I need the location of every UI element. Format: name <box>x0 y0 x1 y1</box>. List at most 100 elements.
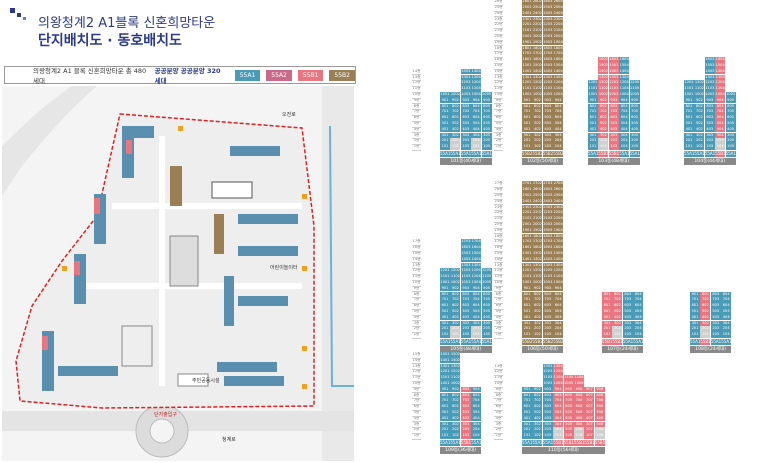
unit-cell: 1702 <box>532 51 543 57</box>
unit-cell: 202 <box>532 326 543 332</box>
unit-cell: 603 <box>460 303 471 309</box>
unit-type-label: 55A1 <box>522 440 533 446</box>
floor-label: 19층 <box>494 40 503 47</box>
unit-cell: 802 <box>694 103 705 110</box>
unit-cell: 903 <box>542 386 553 393</box>
unit-cell: 901 <box>440 386 450 393</box>
unit-cell: 901 <box>440 285 450 292</box>
unit-cell: 604 <box>553 303 564 309</box>
unit-cell: 201 <box>440 326 450 332</box>
floor-label: 13층 <box>412 75 421 82</box>
unit-cell: 1403 <box>460 68 471 75</box>
unit-cell: 101 <box>522 433 532 439</box>
unit-type-label: 55B1 <box>460 440 472 446</box>
unit-cell: 102 <box>450 332 461 338</box>
unit-cell: 703 <box>542 297 553 303</box>
unit-cell: 803 <box>704 103 715 110</box>
unit-cell: 1703 <box>542 239 553 245</box>
roundabout-inner <box>149 418 175 444</box>
unit-cell: 904 <box>471 97 482 104</box>
unit-cell: 2701 <box>522 181 532 187</box>
unit-cell: 503 <box>542 121 553 127</box>
unit-cell: 2501 <box>522 193 532 199</box>
dong-label: 108동(24세대) <box>690 346 732 353</box>
unit-cell: 1202 <box>450 369 461 375</box>
floor-label: 9층 <box>494 98 503 105</box>
unit-cell: 404 <box>633 314 644 321</box>
unit-cell: 204 <box>553 427 564 433</box>
unit-cell: 307 <box>584 421 595 428</box>
floor-label: 25층 <box>494 5 503 12</box>
unit-cell: 2002 <box>532 34 543 40</box>
unit-cell: 303 <box>460 320 471 327</box>
unit-cell: 101 <box>440 433 450 439</box>
unit-cell: 1703 <box>542 51 553 57</box>
unit-cell: 901 <box>588 97 598 104</box>
floor-label: 15층 <box>412 251 421 258</box>
unit-cell: 2503 <box>542 5 553 11</box>
unit-cell: 104 <box>633 332 644 338</box>
unit-cell: 406 <box>574 415 584 422</box>
unit-cell: 1403 <box>460 256 471 263</box>
unit-cell: 301 <box>690 320 700 327</box>
unit-cell: 1304 <box>471 74 482 81</box>
floor-label: 10층 <box>412 92 421 99</box>
unit-cell: 303 <box>460 132 471 139</box>
unit-cell: 1802 <box>532 233 543 240</box>
unit-cell: 603 <box>460 404 471 410</box>
unit-cell: 2202 <box>532 210 543 216</box>
unit-cell: 404 <box>471 415 482 422</box>
unit-cell: 1101 <box>588 86 598 92</box>
unit-cell: 801 <box>602 291 612 298</box>
floor-label: 3층 <box>494 133 503 140</box>
unit-cell: 802 <box>450 392 461 399</box>
unit-cell: 303 <box>542 320 553 327</box>
type-chip-55a1: 55A1 <box>234 69 261 81</box>
unit-cell: 203 <box>460 138 471 144</box>
floor-label: 17층 <box>494 51 503 58</box>
unit-type-label: 55A1 <box>619 151 630 157</box>
unit-cell: 104 <box>471 144 482 150</box>
unit-cell: 401 <box>440 314 450 321</box>
unit-cell: 804 <box>721 291 732 298</box>
unit-cell: 2603 <box>542 187 553 193</box>
unit-cell: 2402 <box>532 198 543 205</box>
floor-label: 15층 <box>494 251 503 258</box>
unit-cell: 101 <box>684 144 694 150</box>
unit-cell: 1001 <box>522 280 532 286</box>
unit-cell: 2603 <box>542 0 553 5</box>
unit-cell: 1204 <box>471 80 482 86</box>
road-area <box>2 86 97 196</box>
floor-label: 15층 <box>412 352 421 359</box>
floor-label: 13층 <box>494 75 503 82</box>
unit-cell: 305 <box>629 132 640 139</box>
unit-cell: 705 <box>629 109 640 115</box>
floor-label: 9층 <box>412 387 421 394</box>
unit-cell: 402 <box>612 314 623 321</box>
unit-cell: 1204 <box>471 268 482 274</box>
unit-cell: 902 <box>450 386 461 393</box>
unit-cell: 1002 <box>694 92 705 98</box>
unit-cell: 603 <box>542 303 553 309</box>
unit-cell: 601 <box>522 115 532 121</box>
unit-cell: 504 <box>619 121 630 127</box>
unit-cell: 504 <box>633 309 644 315</box>
unit-cell: 1404 <box>553 256 564 263</box>
unit-cell: 704 <box>633 297 644 303</box>
unit-cell: 105 <box>563 433 574 439</box>
unit-cell: 1003 <box>542 92 553 98</box>
unit-cell: 502 <box>450 410 461 416</box>
dong-label: 102동(50세대) <box>522 158 564 165</box>
unit-cell: 703 <box>704 109 715 115</box>
floor-label: 6층 <box>412 115 421 122</box>
buildings <box>42 126 298 391</box>
floor-label: 8층 <box>412 393 421 400</box>
unit-cell: 206 <box>574 427 584 433</box>
unit-cell: 1301 <box>522 262 532 269</box>
unit-cell: 405 <box>629 126 640 133</box>
floor-label: 7층 <box>494 109 503 116</box>
unit-type-label: 55B1 <box>553 440 564 446</box>
unit-cell: 905 <box>481 285 492 292</box>
unit-cell: 1102 <box>532 86 543 92</box>
unit-cell: 504 <box>721 309 732 315</box>
